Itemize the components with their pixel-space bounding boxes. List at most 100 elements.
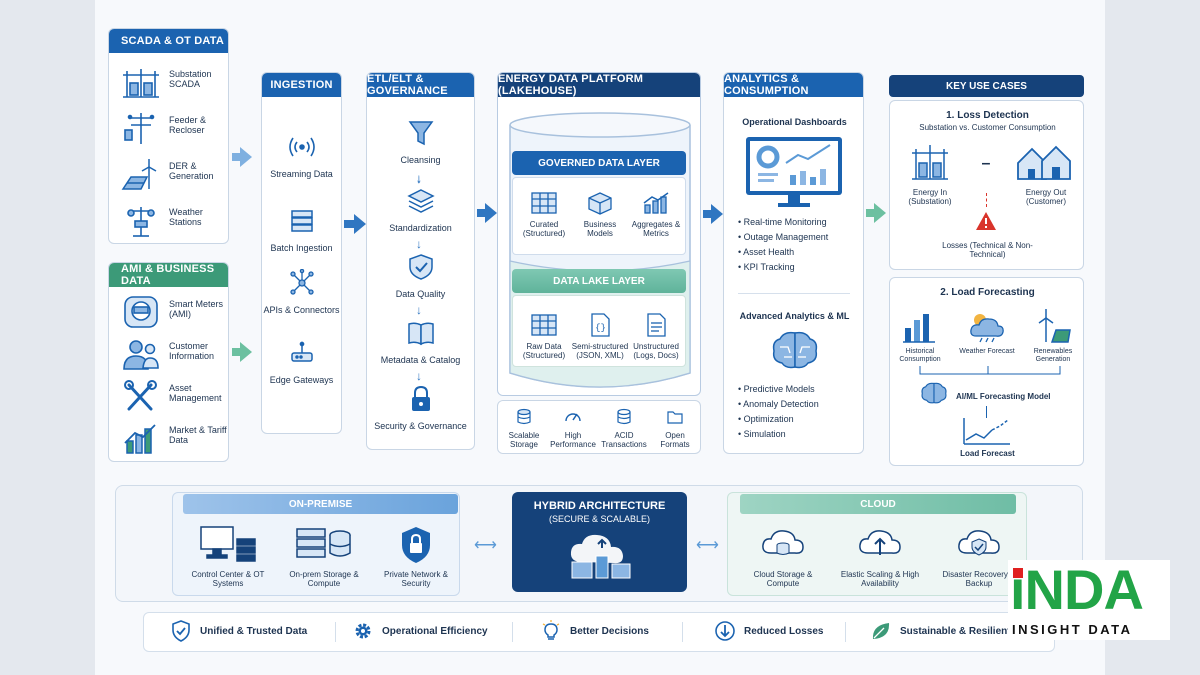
etl-down-arrow: ↓ bbox=[416, 172, 422, 186]
etl-standardization: Standardization bbox=[367, 187, 474, 233]
load-forecasting-title: 2. Load Forecasting bbox=[940, 287, 1035, 298]
source-feeder-recloser: Feeder & Recloser bbox=[109, 109, 227, 149]
lake-raw-data: Raw Data (Structured) bbox=[516, 313, 572, 360]
source-label: Weather Stations bbox=[169, 207, 203, 227]
source-weather-stations: Weather Stations bbox=[109, 201, 227, 241]
houses-icon bbox=[1017, 145, 1071, 180]
hybrid-cloud-arrow: ⟷ bbox=[696, 537, 719, 554]
governed-item-label: Business Models bbox=[583, 220, 617, 238]
dashboard-monitor-icon bbox=[746, 137, 842, 207]
ingestion-title: INGESTION bbox=[262, 73, 341, 97]
gear-icon bbox=[355, 623, 371, 639]
etl-label: Standardization bbox=[389, 223, 452, 233]
source-label: Feeder & Recloser bbox=[169, 115, 207, 135]
lock-icon bbox=[411, 385, 430, 411]
benefit-label: Unified & Trusted Data bbox=[200, 625, 308, 637]
feature-acid: ACID Transactions bbox=[598, 408, 650, 449]
benefit-sustainable: Sustainable & Resilient bbox=[870, 612, 1011, 650]
loss-detection-panel: 1. Loss Detection Substation vs. Custome… bbox=[889, 100, 1084, 270]
forecast-input-label: Weather Forecast bbox=[959, 348, 1015, 355]
governed-aggregates: Aggregates & Metrics bbox=[626, 191, 686, 238]
source-label: DER & Generation bbox=[169, 161, 214, 181]
bullet-item: • Asset Health bbox=[738, 247, 795, 257]
etl-title: ETL/ELT & GOVERNANCE bbox=[367, 73, 474, 97]
forecast-model-arrow bbox=[986, 406, 987, 418]
ml-bullets: • Predictive Models • Anomaly Detection … bbox=[738, 382, 862, 442]
onprem-storage: On-prem Storage & Compute bbox=[279, 525, 369, 588]
ami-business-title: AMI & BUSINESS DATA bbox=[109, 263, 228, 287]
bullet-item: • Real-time Monitoring bbox=[738, 217, 827, 227]
shield-check-icon bbox=[408, 254, 433, 280]
ingestion-edge: Edge Gateways bbox=[262, 339, 341, 385]
lake-unstructured: Unstructured (Logs, Docs) bbox=[628, 313, 684, 360]
streaming-icon bbox=[288, 137, 315, 157]
table-icon bbox=[531, 314, 557, 336]
benefit-label: Operational Efficiency bbox=[382, 625, 488, 637]
cloud-shield-icon bbox=[958, 530, 1000, 556]
flow-arrow-platform bbox=[711, 204, 723, 224]
inda-tagline: INSIGHT DATA bbox=[1012, 622, 1133, 637]
benefit-operational-efficiency: Operational Efficiency bbox=[352, 612, 488, 650]
historical-chart-icon bbox=[903, 314, 935, 343]
scada-ot-panel: SCADA & OT DATA Substation SCADA Feeder … bbox=[108, 28, 229, 244]
svg-text:{}: {} bbox=[595, 323, 606, 333]
wind-solar-icon bbox=[1038, 309, 1071, 343]
governed-business-models: Business Models bbox=[572, 191, 628, 238]
onprem-hybrid-arrow: ⟷ bbox=[474, 537, 497, 554]
cube-icon bbox=[588, 192, 612, 215]
ingestion-label: Streaming Data bbox=[270, 169, 333, 179]
cylinder-icon bbox=[617, 408, 631, 425]
etl-flow-arrow-3: ↓ bbox=[416, 303, 422, 317]
analytics-title: ANALYTICS & CONSUMPTION bbox=[724, 73, 863, 97]
cloud-item-label: Elastic Scaling & High Availability bbox=[840, 570, 920, 588]
governed-item-label: Aggregates & Metrics bbox=[631, 220, 681, 238]
etl-data-quality: Data Quality bbox=[367, 253, 474, 299]
shield-lock-icon bbox=[402, 527, 430, 563]
scada-ot-title: SCADA & OT DATA bbox=[109, 29, 228, 53]
source-label: Customer Information bbox=[169, 341, 215, 361]
substation-icon bbox=[912, 145, 948, 180]
forecast-connectors bbox=[919, 366, 1061, 375]
benefit-reduced-losses: Reduced Losses bbox=[714, 612, 823, 650]
flow-arrow-scada bbox=[240, 147, 252, 167]
flow-arrow-etl bbox=[485, 203, 497, 223]
flow-arrow-scada-shaft bbox=[232, 153, 240, 161]
etl-label: Data Quality bbox=[395, 289, 446, 299]
load-forecasting-panel: 2. Load Forecasting Historical Consumpti… bbox=[889, 277, 1084, 466]
substation-icon bbox=[123, 69, 159, 98]
source-customer-information: Customer Information bbox=[109, 335, 227, 375]
flow-arrow-ami-shaft bbox=[232, 348, 240, 356]
minus-sign: – bbox=[981, 155, 991, 172]
onprem-control-center: Control Center & OT Systems bbox=[183, 525, 273, 588]
warning-icon bbox=[976, 212, 996, 230]
source-smart-meters: Smart Meters (AMI) bbox=[109, 293, 227, 333]
ami-business-panel: AMI & BUSINESS DATA Smart Meters (AMI) C… bbox=[108, 262, 229, 462]
benefit-divider bbox=[335, 622, 336, 642]
onprem-item-label: On-prem Storage & Compute bbox=[289, 570, 359, 588]
flow-arrow-ingestion-shaft bbox=[344, 220, 354, 228]
loss-dashed-arrow bbox=[986, 193, 987, 207]
dashboards-title: Operational Dashboards bbox=[742, 117, 847, 127]
forecast-input-label: Historical Consumption bbox=[899, 348, 941, 363]
cloud-item-label: Cloud Storage & Compute bbox=[753, 570, 813, 588]
brain-icon bbox=[772, 331, 818, 369]
source-label: Market & Tariff Data bbox=[169, 425, 227, 445]
api-network-icon bbox=[289, 268, 314, 295]
json-file-icon: {} bbox=[591, 313, 610, 337]
benefits-bar bbox=[143, 612, 1055, 652]
market-chart-icon bbox=[124, 424, 156, 454]
etl-label: Cleansing bbox=[400, 155, 441, 165]
hybrid-cloud-icon bbox=[570, 534, 631, 579]
cloud-db-icon bbox=[762, 530, 804, 555]
lake-item-label: Raw Data (Structured) bbox=[522, 342, 566, 360]
etl-flow-arrow-2: ↓ bbox=[416, 237, 422, 251]
cloud-panel: CLOUD Cloud Storage & Compute Elastic Sc… bbox=[727, 492, 1027, 596]
source-label: Asset Management bbox=[169, 383, 222, 403]
lake-item-label: Unstructured (Logs, Docs) bbox=[633, 342, 679, 360]
cloud-title: CLOUD bbox=[740, 494, 1016, 514]
benefit-label: Reduced Losses bbox=[744, 625, 824, 637]
source-substation-scada: Substation SCADA bbox=[109, 63, 227, 103]
smart-meter-icon bbox=[124, 296, 158, 328]
inda-logo bbox=[1008, 560, 1170, 640]
source-market-tariff: Market & Tariff Data bbox=[109, 419, 227, 459]
